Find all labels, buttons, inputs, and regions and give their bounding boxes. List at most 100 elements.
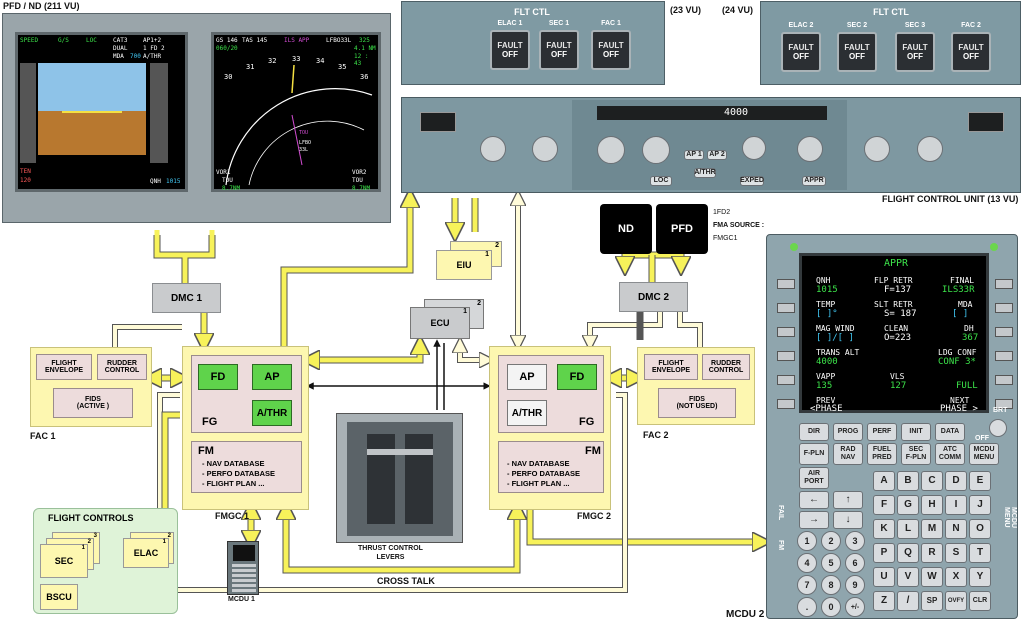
key-k[interactable]: K: [873, 519, 895, 539]
key-rad-nav[interactable]: RAD NAV: [833, 443, 863, 465]
fmgc1-label: FMGC 1: [215, 511, 250, 521]
key-airport[interactable]: AIR PORT: [799, 467, 829, 489]
key-data[interactable]: DATA: [935, 423, 965, 441]
key-w[interactable]: W: [921, 567, 943, 587]
key-p[interactable]: P: [873, 543, 895, 563]
key-0[interactable]: 0: [821, 597, 841, 617]
key-5[interactable]: 5: [821, 553, 841, 573]
key-ovfy[interactable]: OVFY: [945, 591, 967, 611]
lsk-6l[interactable]: [777, 399, 795, 409]
key-j[interactable]: J: [969, 495, 991, 515]
pfd-fd: 1 FD 2: [143, 45, 165, 52]
key-slew-down[interactable]: ↓: [833, 511, 863, 529]
key-o[interactable]: O: [969, 519, 991, 539]
fcu-ap2-button[interactable]: AP 2: [707, 150, 727, 160]
key-slew-left[interactable]: ←: [799, 491, 829, 509]
mcdu2-prev-phase-link[interactable]: <PHASE: [810, 404, 843, 414]
key-s[interactable]: S: [945, 543, 967, 563]
lsk-1l[interactable]: [777, 279, 795, 289]
key-v[interactable]: V: [897, 567, 919, 587]
lsk-3l[interactable]: [777, 327, 795, 337]
fcu-heading-knob[interactable]: [642, 136, 670, 164]
key-sec-f-pln[interactable]: SEC F-PLN: [901, 443, 931, 465]
key-prog[interactable]: PROG: [833, 423, 863, 441]
key-z[interactable]: Z: [873, 591, 895, 611]
key-slew-right[interactable]: →: [799, 511, 829, 529]
key-init[interactable]: INIT: [901, 423, 931, 441]
key-g[interactable]: G: [897, 495, 919, 515]
thrust-lever-1[interactable]: [367, 434, 395, 524]
key-dot[interactable]: .: [797, 597, 817, 617]
key-fuel-pred[interactable]: FUEL PRED: [867, 443, 897, 465]
key-plus-minus[interactable]: +/-: [845, 597, 865, 617]
key-b[interactable]: B: [897, 471, 919, 491]
key-a[interactable]: A: [873, 471, 895, 491]
efis-mode-knob-right[interactable]: [864, 136, 890, 162]
lsk-2r[interactable]: [995, 303, 1013, 313]
fcu-vs-knob[interactable]: [797, 136, 823, 162]
lsk-4l[interactable]: [777, 351, 795, 361]
key-y[interactable]: Y: [969, 567, 991, 587]
fcu-exped-button[interactable]: EXPED: [740, 176, 764, 186]
key-f-pln[interactable]: F-PLN: [799, 443, 829, 465]
key-e[interactable]: E: [969, 471, 991, 491]
key-clr[interactable]: CLR: [969, 591, 991, 611]
mcdu2-next-phase-link[interactable]: PHASE >: [940, 404, 978, 414]
key-d[interactable]: D: [945, 471, 967, 491]
key-u[interactable]: U: [873, 567, 895, 587]
key-x[interactable]: X: [945, 567, 967, 587]
fcu-ap1-button[interactable]: AP 1: [684, 150, 704, 160]
efis-mode-knob-left[interactable]: [480, 136, 506, 162]
fcu-athr-button[interactable]: A/THR: [694, 168, 716, 178]
lsk-5r[interactable]: [995, 375, 1013, 385]
key-6[interactable]: 6: [845, 553, 865, 573]
key-2[interactable]: 2: [821, 531, 841, 551]
lsk-4r[interactable]: [995, 351, 1013, 361]
key-8[interactable]: 8: [821, 575, 841, 595]
key-dir[interactable]: DIR: [799, 423, 829, 441]
efis-range-knob-right[interactable]: [917, 136, 943, 162]
sec-3-number: 3: [93, 533, 97, 539]
key-slew-up[interactable]: ↑: [833, 491, 863, 509]
fcu-altitude-knob[interactable]: [742, 136, 766, 160]
fcu-appr-button[interactable]: APPR: [802, 176, 826, 186]
key-7[interactable]: 7: [797, 575, 817, 595]
ecu-1-number: 1: [463, 308, 467, 315]
efis-range-knob-left[interactable]: [532, 136, 558, 162]
fcu-loc-button[interactable]: LOC: [650, 176, 672, 186]
lsk-1r[interactable]: [995, 279, 1013, 289]
key-perf[interactable]: PERF: [867, 423, 897, 441]
lsk-5l[interactable]: [777, 375, 795, 385]
lsk-2l[interactable]: [777, 303, 795, 313]
key-l[interactable]: L: [897, 519, 919, 539]
key-mcdu-menu[interactable]: MCDU MENU: [969, 443, 999, 465]
thrust-lever-2[interactable]: [405, 434, 433, 524]
key-h[interactable]: H: [921, 495, 943, 515]
key-4[interactable]: 4: [797, 553, 817, 573]
key-q[interactable]: Q: [897, 543, 919, 563]
key-atc-comm[interactable]: ATC COMM: [935, 443, 965, 465]
key-space[interactable]: SP: [921, 591, 943, 611]
lsk-6r[interactable]: [995, 399, 1013, 409]
key-t[interactable]: T: [969, 543, 991, 563]
fcu-speed-knob[interactable]: [597, 136, 625, 164]
key-r[interactable]: R: [921, 543, 943, 563]
key-i[interactable]: I: [945, 495, 967, 515]
key-slash[interactable]: /: [897, 591, 919, 611]
key-1[interactable]: 1: [797, 531, 817, 551]
key-3[interactable]: 3: [845, 531, 865, 551]
key-c[interactable]: C: [921, 471, 943, 491]
key-n[interactable]: N: [945, 519, 967, 539]
key-m[interactable]: M: [921, 519, 943, 539]
key-9[interactable]: 9: [845, 575, 865, 595]
mcdu2-brightness-knob[interactable]: [989, 419, 1007, 437]
lsk-3r[interactable]: [995, 327, 1013, 337]
key-f[interactable]: F: [873, 495, 895, 515]
